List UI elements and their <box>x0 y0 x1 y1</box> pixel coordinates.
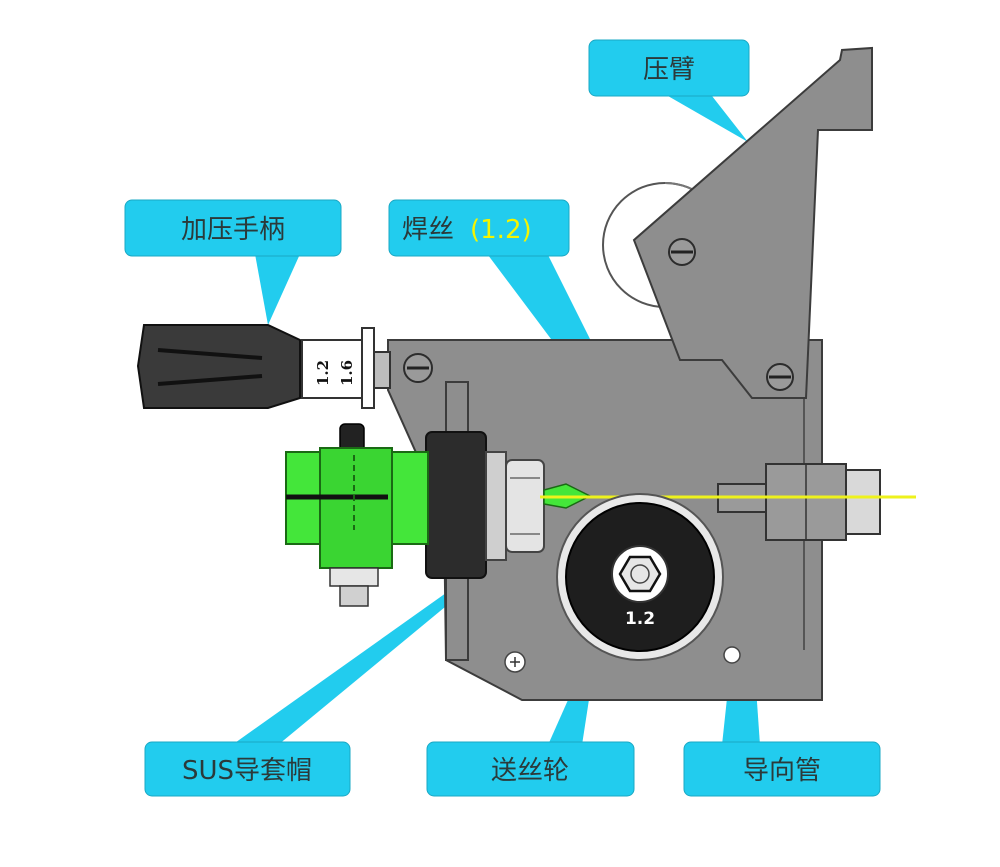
bracket <box>425 381 545 661</box>
leader-pressure-handle <box>255 254 300 325</box>
press-arm <box>632 46 873 399</box>
callout-feed-roller: 送丝轮 <box>426 741 635 797</box>
callout-wire: 焊丝 (1.2) <box>388 199 570 257</box>
leader-press-arm <box>668 96 748 142</box>
callout-wire-size: (1.2) <box>470 215 532 245</box>
callout-pressure-handle-label: 加压手柄 <box>181 215 285 245</box>
roller-size-label: 1.2 <box>625 609 655 629</box>
callout-press-arm-label: 压臂 <box>643 55 695 85</box>
hex-bolt-icon <box>618 555 662 593</box>
pressure-handle: 1.2 1.6 <box>136 324 433 409</box>
callout-guide-tube-label: 导向管 <box>743 756 821 786</box>
handle-grip <box>136 324 301 409</box>
callout-wire-label: 焊丝 <box>402 215 454 245</box>
screw-bottom-right-icon <box>723 646 741 664</box>
gauge-mark-b: 1.6 <box>338 360 356 386</box>
guide-tube <box>717 463 881 541</box>
sus-guide-cap <box>285 423 592 607</box>
callout-pressure-handle: 加压手柄 <box>124 199 342 257</box>
handle-gauge <box>301 339 363 399</box>
callout-sus-guide-cap: SUS导套帽 <box>144 741 351 797</box>
callout-feed-roller-label: 送丝轮 <box>491 756 569 786</box>
callout-guide-tube: 导向管 <box>683 741 881 797</box>
callout-sus-guide-cap-label: SUS导套帽 <box>182 756 312 786</box>
callout-press-arm: 压臂 <box>588 39 750 97</box>
feed-roller: 1.2 <box>556 493 724 661</box>
gauge-mark-a: 1.2 <box>314 360 332 386</box>
